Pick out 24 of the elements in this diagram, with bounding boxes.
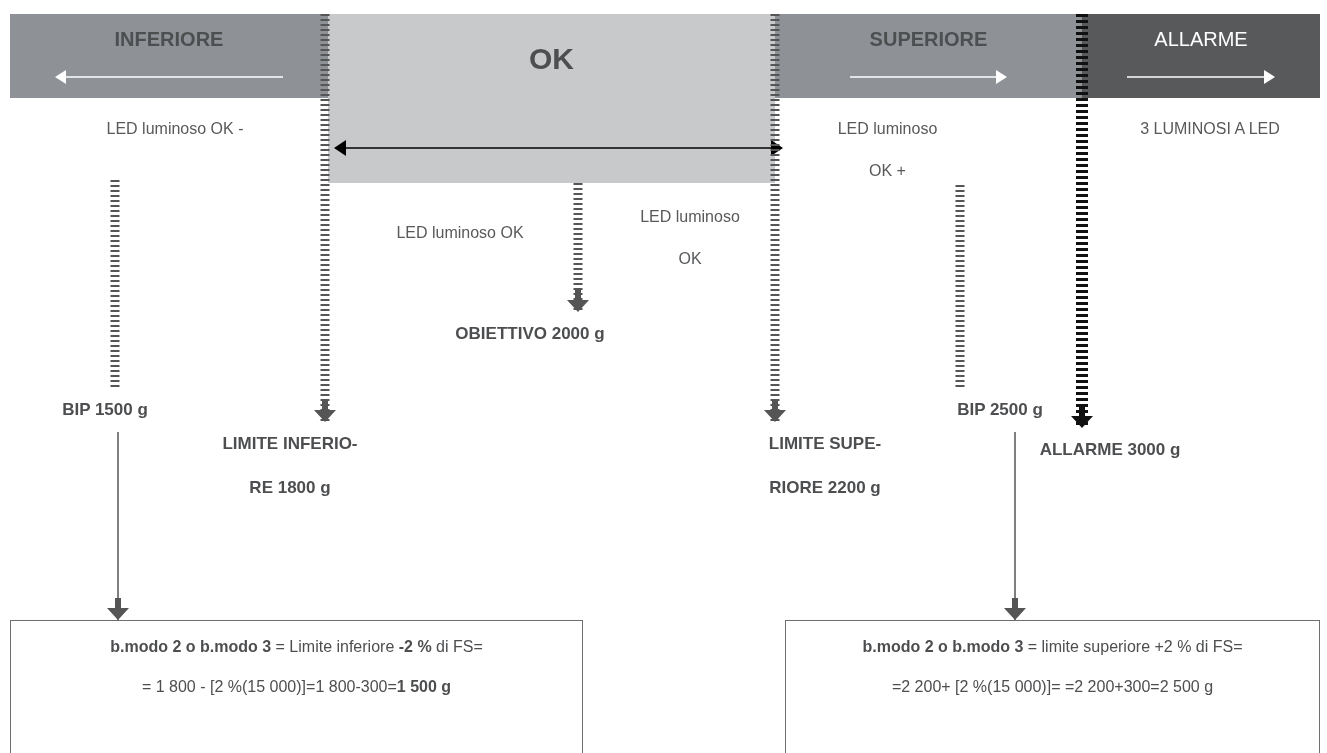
threshold-label: LIMITE INFERIO- RE 1800 g <box>215 422 365 510</box>
indicator-note: LED luminoso OK <box>639 207 741 269</box>
threshold-label: LIMITE SUPE- RIORE 2200 g <box>740 422 910 510</box>
formula-text: = 1 800 - [2 %(15 000)]=1 800-300=1 500 g <box>141 677 452 697</box>
zone-heading: INFERIORE <box>114 28 224 51</box>
connector-line <box>955 185 965 388</box>
threshold-label: BIP 1500 g <box>30 388 180 432</box>
zone-heading: ALLARME <box>1154 28 1248 51</box>
zone-band <box>1082 14 1320 98</box>
indicator-note: 3 LUMINOSI A LED <box>1139 119 1281 139</box>
zone-band <box>775 14 1082 98</box>
formula-text: =2 200+ [2 %(15 000)]= =2 200+300=2 500 g <box>891 677 1214 697</box>
zone-heading: OK <box>529 42 574 76</box>
formula-box <box>785 620 1320 753</box>
connector-line <box>110 180 120 388</box>
indicator-note: LED luminoso OK <box>395 223 525 243</box>
formula-box <box>10 620 583 753</box>
formula-text: b.modo 2 o b.modo 3 = limite superiore +2 % di FS= <box>862 637 1243 657</box>
zone-heading: SUPERIORE <box>869 28 988 51</box>
indicator-note: LED luminoso OK - <box>105 119 245 139</box>
indicator-note: LED luminoso OK + <box>836 119 939 181</box>
zone-band <box>10 14 328 98</box>
formula-text: b.modo 2 o b.modo 3 = Limite inferiore -2 % di FS= <box>110 637 483 657</box>
threshold-label: OBIETTIVO 2000 g <box>430 312 630 356</box>
